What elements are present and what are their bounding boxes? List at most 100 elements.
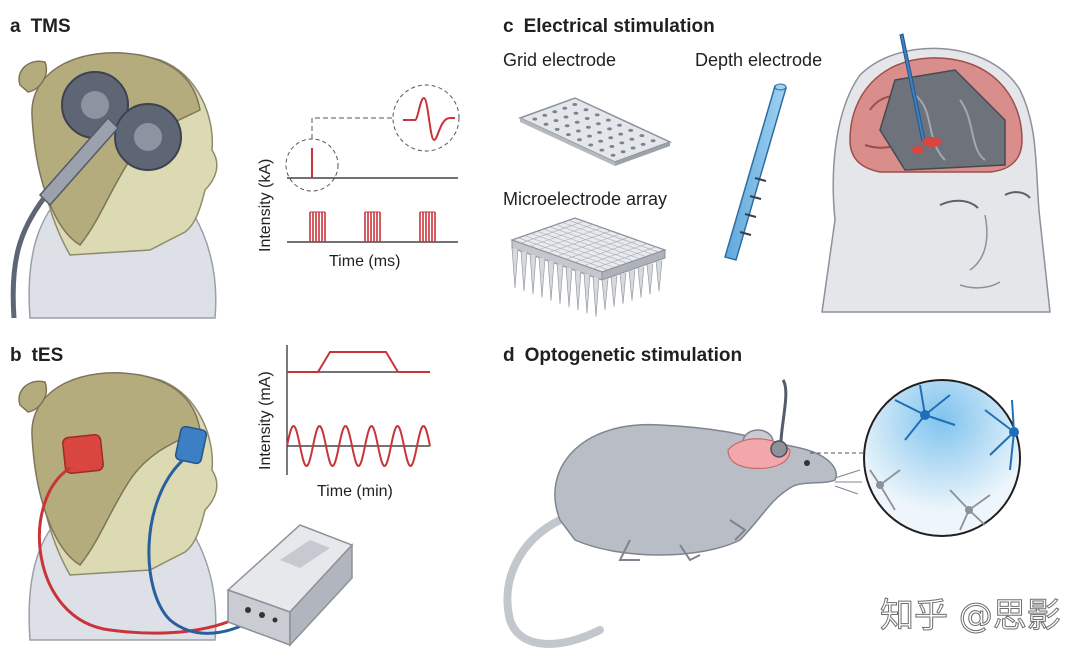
grid-contact — [620, 150, 626, 154]
grid-contact — [596, 122, 601, 126]
grid-contact — [639, 134, 645, 138]
grid-contact — [630, 146, 636, 150]
microelectrode-spike — [529, 254, 537, 295]
tes-blue-wire — [147, 458, 263, 635]
microelectrode-spike — [511, 247, 519, 289]
tms-xlabel: Time (ms) — [329, 253, 400, 270]
panel-a-letter: a — [10, 16, 21, 37]
grid-contact — [532, 117, 538, 121]
grid-contact — [609, 145, 615, 148]
grid-contact — [576, 129, 581, 133]
grid-contact — [640, 142, 646, 146]
grid-contact — [553, 119, 559, 123]
grid-contact — [594, 113, 600, 117]
grid-contact — [588, 143, 594, 147]
panel-d-letter: d — [503, 345, 515, 366]
microelectrode-spike — [610, 275, 618, 307]
grid-contact — [617, 123, 622, 127]
grid-contact — [607, 127, 612, 131]
tms-pulse-train — [309, 211, 436, 242]
grid-contact — [574, 120, 580, 124]
microelectrode-spike — [637, 266, 645, 298]
microelectrode-spike — [538, 257, 546, 298]
grid-contact — [573, 111, 579, 115]
grid-contact — [542, 113, 548, 117]
tms-coil — [10, 71, 182, 319]
grid-contact — [543, 122, 549, 126]
microelectrode-array-label: Microelectrode array — [503, 189, 668, 209]
blue-neurons — [894, 384, 1015, 471]
panel-c-label: c Electrical stimulation — [503, 16, 715, 38]
microelectrode-gridline — [555, 224, 647, 257]
microelectrode-gridline — [568, 219, 659, 253]
tes-chart: Intensity (mA) Time (min) — [257, 345, 431, 500]
grid-contact — [552, 110, 558, 114]
grid-contact — [629, 137, 635, 141]
depth-electrode-illustration — [724, 83, 787, 261]
tes-stimulator-box — [226, 524, 354, 647]
microelectrode-spike — [628, 269, 636, 301]
tes-blue-electrode — [174, 425, 208, 465]
microelectrode-gridline — [543, 228, 634, 262]
tms-ylabel: Intensity (kA) — [257, 159, 274, 252]
tms-chart: Intensity (kA) Time (ms) — [257, 84, 460, 270]
microelectrode-spike — [601, 278, 609, 311]
microelectrode-array-illustration — [510, 217, 667, 317]
grid-contact — [597, 131, 602, 134]
grid-electrode-illustration — [518, 97, 672, 166]
panel-c-letter: c — [503, 16, 514, 37]
grid-contact — [564, 124, 570, 128]
grid-contact — [606, 118, 611, 122]
microelectrode-spike — [619, 272, 627, 304]
grid-contact — [628, 128, 634, 132]
brain-head-illustration — [821, 33, 1051, 313]
microelectrode-spike — [646, 263, 654, 295]
microelectrode-gridline — [549, 226, 640, 260]
tes-ylabel: Intensity (mA) — [257, 371, 274, 470]
panel-c-title: Electrical stimulation — [523, 16, 715, 37]
tes-tacs-waveform — [286, 425, 431, 467]
panel-b-letter: b — [10, 345, 22, 366]
grid-electrode-label: Grid electrode — [503, 50, 617, 70]
panel-b-title: tES — [31, 345, 64, 366]
grid-contact — [608, 136, 614, 140]
rat-illustration — [503, 379, 862, 648]
tes-tdcs-waveform — [287, 351, 430, 373]
microelectrode-spike — [574, 270, 582, 311]
grid-contact — [562, 106, 568, 110]
microelectrode-gridline — [562, 222, 653, 255]
grid-contact — [599, 148, 605, 152]
grid-contact — [584, 117, 590, 120]
microelectrode-spike — [565, 267, 573, 308]
microelectrode-gridline — [574, 240, 639, 263]
microelectrode-gridline — [583, 243, 648, 266]
grid-contact — [577, 138, 582, 142]
grid-contact — [650, 139, 656, 143]
panel-a-title: TMS — [30, 16, 71, 37]
tes-red-wire — [37, 466, 249, 635]
microelectrode-spike — [520, 251, 528, 292]
grid-contact — [587, 134, 592, 138]
microelectrode-spike — [547, 260, 555, 301]
grid-contact — [583, 108, 589, 112]
microelectrode-gridline — [565, 236, 630, 260]
grid-contact — [610, 153, 616, 157]
grid-contact — [563, 115, 569, 119]
grid-contact — [619, 141, 625, 145]
tes-xlabel: Time (min) — [317, 483, 393, 500]
grid-contact — [566, 133, 571, 137]
grid-contact — [586, 125, 591, 129]
tes-red-electrode — [62, 433, 104, 475]
tms-pulse-waveform — [403, 96, 455, 142]
watermark: 知乎 @思影 — [880, 596, 1061, 636]
grid-contact — [618, 132, 624, 136]
microelectrode-spike — [556, 263, 564, 305]
microelectrode-gridline — [592, 246, 657, 270]
grid-contact — [554, 127, 560, 131]
grid-contact — [572, 103, 578, 106]
microelectrode-spike — [583, 273, 591, 314]
tes-head-illustration — [18, 372, 218, 641]
